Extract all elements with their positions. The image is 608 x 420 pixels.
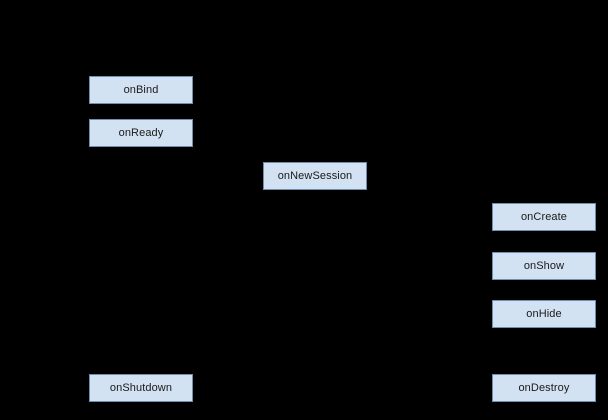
node-label-on-hide: onHide xyxy=(526,307,562,320)
node-label-on-show: onShow xyxy=(523,259,565,272)
node-on-destroy[interactable]: onDestroy xyxy=(492,374,596,402)
node-on-bind[interactable]: onBind xyxy=(89,76,193,104)
node-on-new-session[interactable]: onNewSession xyxy=(263,162,367,190)
node-label-on-new-session: onNewSession xyxy=(277,169,353,182)
node-on-hide[interactable]: onHide xyxy=(492,300,596,328)
node-label-on-destroy: onDestroy xyxy=(518,381,570,394)
node-on-ready[interactable]: onReady xyxy=(89,119,193,147)
node-label-on-bind: onBind xyxy=(123,83,159,96)
node-on-show[interactable]: onShow xyxy=(492,252,596,280)
node-label-on-ready: onReady xyxy=(118,126,164,139)
node-on-shutdown[interactable]: onShutdown xyxy=(89,374,193,402)
node-on-create[interactable]: onCreate xyxy=(492,203,596,231)
node-label-on-create: onCreate xyxy=(520,210,568,223)
node-label-on-shutdown: onShutdown xyxy=(109,381,173,394)
